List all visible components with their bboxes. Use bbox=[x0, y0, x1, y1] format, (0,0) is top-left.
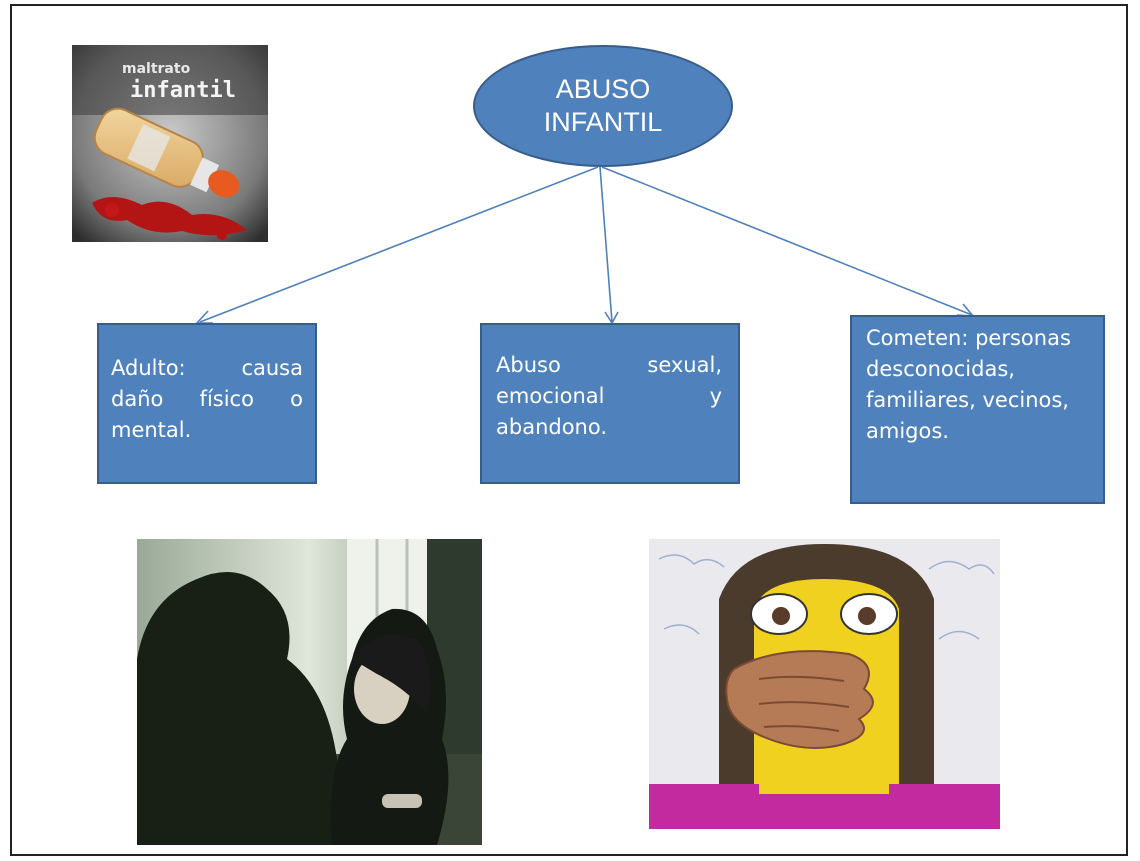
poster-caption-line1: maltrato bbox=[122, 61, 191, 77]
node-adulto: Adulto: causa daño físico o mental. bbox=[97, 323, 317, 484]
arrow-to-abuso bbox=[599, 166, 613, 323]
node-cometen-text: Cometen: personas desconocidas, familiar… bbox=[866, 326, 1071, 443]
node-cometen: Cometen: personas desconocidas, familiar… bbox=[850, 315, 1105, 504]
node-abuso-tipos: Abuso sexual, emocional y abandono. bbox=[480, 323, 740, 484]
maltrato-infantil-image: maltrato infantil bbox=[72, 45, 268, 242]
arrowhead-adulto bbox=[195, 310, 213, 324]
child-drawing-hand-over-mouth bbox=[649, 539, 1000, 829]
root-node-abuso-infantil: ABUSO INFANTIL bbox=[473, 45, 733, 167]
node-abuso-tipos-text: Abuso sexual, emocional y abandono. bbox=[496, 353, 722, 439]
arrow-to-adulto bbox=[199, 166, 599, 323]
adult-shadow-child-photo bbox=[137, 539, 482, 845]
node-adulto-text: Adulto: causa daño físico o mental. bbox=[111, 356, 303, 442]
root-node-line2: INFANTIL bbox=[543, 107, 663, 137]
arrow-to-cometen bbox=[601, 166, 973, 316]
root-node-line1: ABUSO bbox=[555, 74, 651, 104]
poster-caption-line2: infantil bbox=[130, 78, 236, 103]
